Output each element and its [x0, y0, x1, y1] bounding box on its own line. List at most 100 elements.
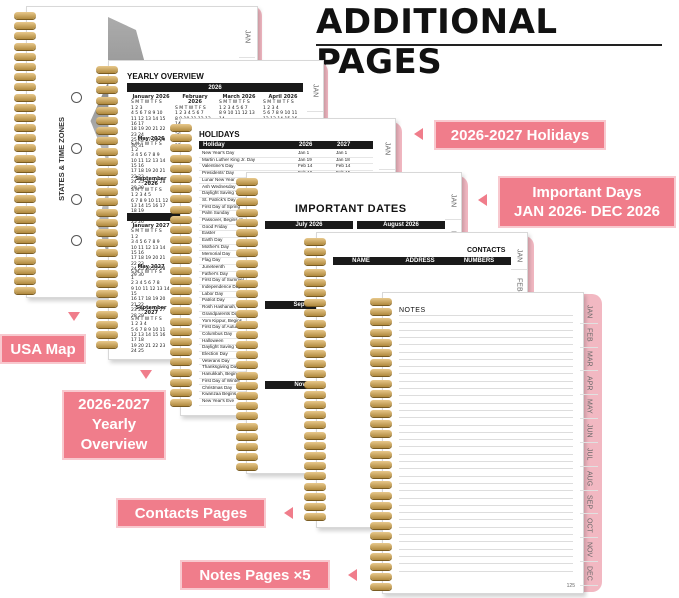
callout-important-line2: JAN 2026- DEC 2026 [514, 203, 660, 220]
contacts-col-numbers: NUMBERS [463, 258, 495, 264]
holiday-date-2026: Jan 1 [298, 150, 310, 155]
tab-feb[interactable]: FEB [580, 324, 598, 348]
arrow-contacts [284, 507, 293, 519]
holiday-name: Veterans Day [202, 357, 230, 363]
holiday-row: Martin Luther King Jr. Day Jan 19 Jan 18 [199, 157, 373, 165]
holiday-name: Labor Day [202, 290, 224, 296]
ruled-line [399, 439, 573, 441]
yearly-year-label: 2026 [208, 84, 222, 91]
callout-yearly-line2: Yearly [91, 416, 137, 433]
holiday-name: Good Friday [202, 223, 228, 229]
tab-aug[interactable]: AUG [580, 467, 598, 491]
callout-important-days: Important Days JAN 2026- DEC 2026 [498, 176, 676, 228]
holiday-name: Martin Luther King Jr. Day [202, 156, 256, 162]
ruled-line [399, 395, 573, 397]
holiday-name: Yom Kippur, Begins [202, 317, 242, 323]
ruled-line [399, 358, 573, 360]
callout-important-line1: Important Days [532, 184, 642, 201]
ruled-line [399, 497, 573, 499]
yearly-page-tabs: JAN [307, 71, 323, 131]
yearly-page-coil [96, 66, 118, 351]
holiday-date-2026: Feb 14 [298, 163, 313, 169]
holiday-date-2027: Jan 18 [336, 156, 350, 162]
tab-jul[interactable]: JUL [580, 443, 598, 467]
holiday-name: Daylight Saving Time [202, 190, 246, 196]
tab-jan[interactable]: JAN [379, 129, 395, 170]
contacts-col-name: NAME [352, 258, 370, 264]
tab-apr[interactable]: APR [580, 371, 598, 396]
holidays-page-coil [170, 124, 192, 409]
ruled-line [399, 380, 573, 382]
tab-jan[interactable]: JAN [580, 300, 598, 324]
tab-jan[interactable]: JAN [511, 243, 527, 270]
holiday-date-2026: Jan 19 [298, 156, 312, 162]
holiday-name: Flag Day [202, 257, 221, 263]
ruled-line [399, 563, 573, 565]
ruled-line [399, 453, 573, 455]
holiday-name: First Day of Autumn [202, 324, 243, 330]
holiday-name: Daylight Saving Time [202, 344, 246, 350]
tab-jan[interactable]: JAN [307, 71, 323, 112]
tab-jun[interactable]: JUN [580, 419, 598, 443]
callout-usa-map-text: USA Map [10, 340, 76, 358]
callout-usa-map: USA Map [0, 334, 86, 364]
ruled-line [399, 570, 573, 572]
holiday-name: St. Patrick's Day [202, 196, 236, 202]
ruled-line [399, 344, 573, 346]
holiday-name: Columbus Day [202, 330, 233, 336]
yearly-overview-title: YEARLY OVERVIEW [127, 72, 204, 81]
notes-ruled-lines [399, 315, 573, 577]
tab-jan[interactable]: JAN [445, 183, 461, 220]
ruled-line [399, 336, 573, 338]
holiday-name: Juneteenth [202, 263, 225, 269]
ruled-line [399, 329, 573, 331]
callout-notes: Notes Pages ×5 [180, 560, 330, 590]
tab-jan[interactable]: JAN [239, 17, 255, 58]
page-title: ADDITIONAL PAGES [316, 2, 558, 82]
arrow-yearly [140, 370, 152, 379]
holiday-name: Presidents' Day [202, 170, 235, 176]
ruled-line [399, 468, 573, 470]
holiday-name: First Day of Spring [202, 203, 241, 209]
callout-contacts-text: Contacts Pages [134, 504, 248, 522]
contacts-header-bar: NAME ADDRESS NUMBERS [333, 257, 511, 265]
notes-page-number: 125 [566, 583, 575, 589]
holiday-name: Easter [202, 230, 216, 236]
tab-dec[interactable]: DEC [580, 562, 598, 586]
ruled-line [399, 504, 573, 506]
holiday-name: Halloween [202, 337, 224, 343]
holiday-name: Hanukkah, Begins at [202, 371, 245, 377]
ruled-line [399, 424, 573, 426]
yearly-year-bar: 2026 [127, 83, 303, 92]
contacts-page-coil [304, 238, 326, 523]
yearly-second-year-bar [127, 213, 187, 221]
important-aug-bar: August 2026 [357, 221, 445, 229]
holiday-date-2027: Jan 1 [336, 150, 348, 155]
tab-oct[interactable]: OCT [580, 514, 598, 539]
ruled-line [399, 409, 573, 411]
ruled-line [399, 461, 573, 462]
tab-mar[interactable]: MAR [580, 348, 598, 372]
tab-sep[interactable]: SEP [580, 491, 598, 515]
tab-nov[interactable]: NOV [580, 538, 598, 563]
ruled-line [399, 402, 573, 404]
contacts-col-address: ADDRESS [405, 258, 435, 264]
holidays-title: HOLIDAYS [199, 130, 240, 139]
map-page-coil [14, 12, 36, 297]
holiday-date-2027: Feb 14 [336, 163, 351, 169]
ruled-line [399, 555, 573, 557]
holidays-header-bar: Holiday 2026 2027 [199, 141, 373, 149]
map-label: STATES & TIME ZONES [57, 117, 66, 201]
ruled-line [399, 351, 573, 353]
ruled-line [399, 482, 573, 484]
callout-contacts: Contacts Pages [116, 498, 266, 528]
arrow-holidays [414, 128, 423, 140]
tab-may[interactable]: MAY [580, 395, 598, 420]
ruled-line [399, 490, 573, 492]
